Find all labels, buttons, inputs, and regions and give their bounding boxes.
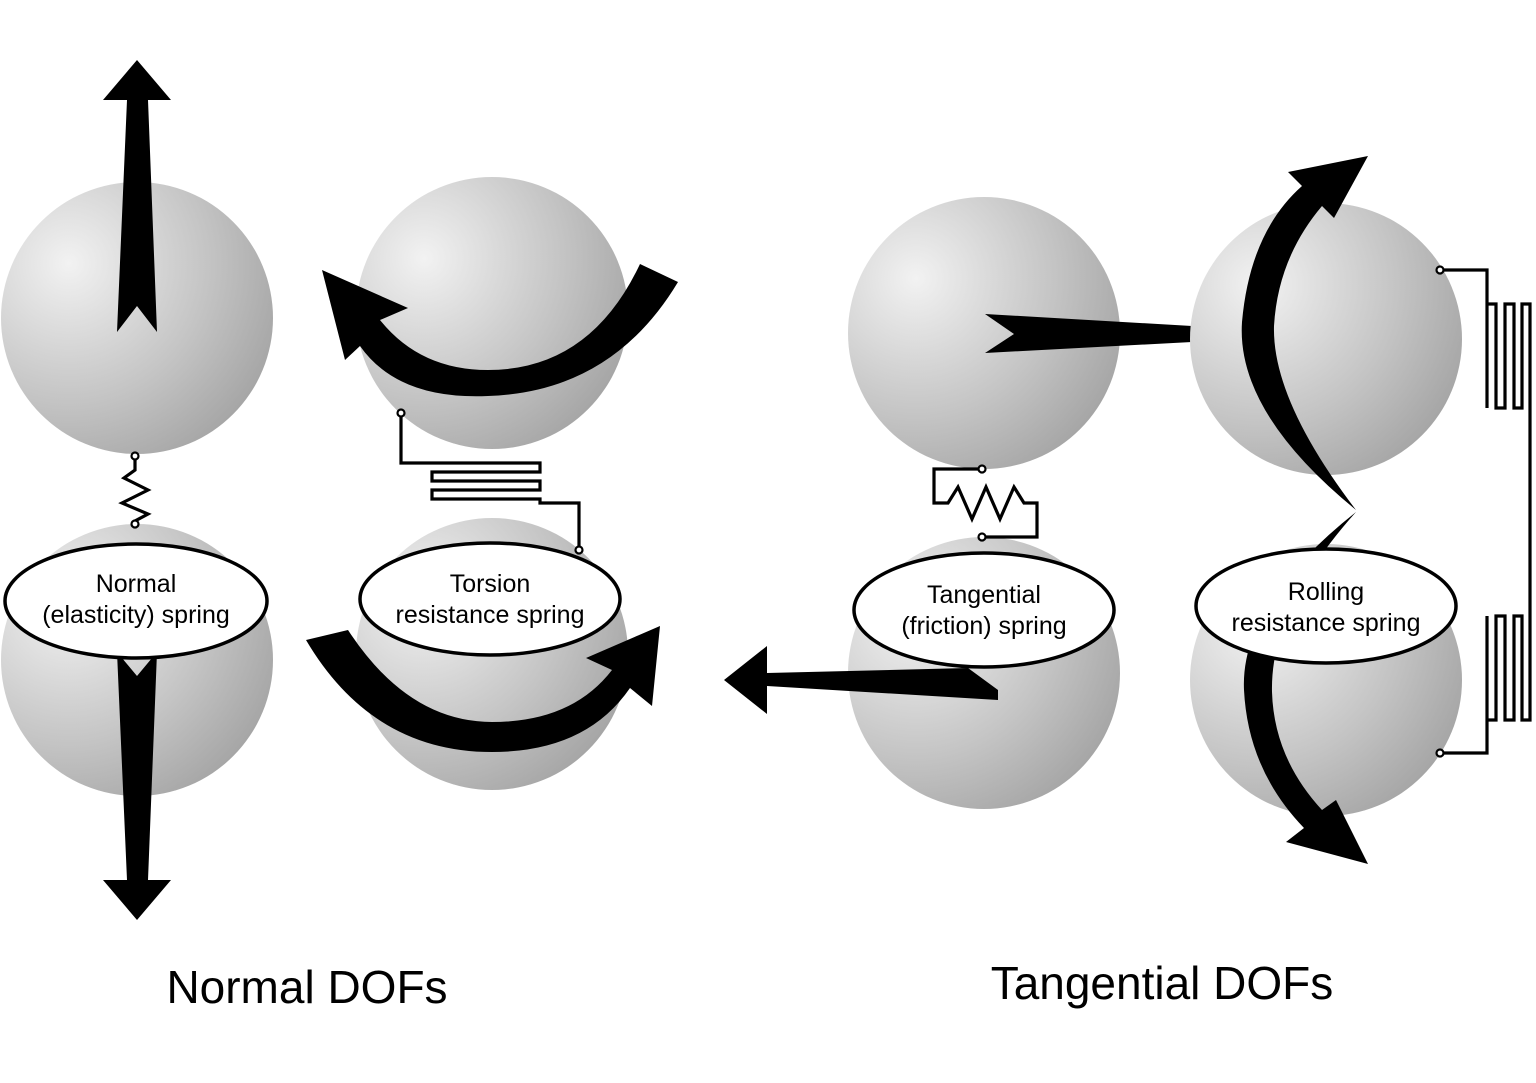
tangential-dofs-title: Tangential DOFs <box>991 957 1334 1009</box>
terminal-dot <box>130 519 140 529</box>
terminal-dot <box>130 451 140 461</box>
normal-spring-group: Normal (elasticity) spring <box>1 60 273 920</box>
tangential-spring-group: Tangential (friction) spring <box>724 197 1192 809</box>
sphere-normal-top <box>1 182 273 454</box>
torsion-spring-icon <box>399 413 581 550</box>
tangential-spring-label-line2: (friction) spring <box>901 612 1066 640</box>
normal-spring-label-line1: Normal <box>96 570 177 598</box>
sphere-torsion-top <box>356 177 628 449</box>
tangential-spring-label-line1: Tangential <box>927 581 1041 609</box>
torsion-spring-label-line2: resistance spring <box>396 601 585 629</box>
rolling-spring-label-line2: resistance spring <box>1232 609 1421 637</box>
terminal-dot <box>1435 265 1445 275</box>
normal-spring-icon <box>118 456 152 524</box>
rolling-spring-label-bubble <box>1194 547 1458 665</box>
tangential-spring-icon <box>932 467 1039 539</box>
torsion-spring-label-line1: Torsion <box>450 570 531 598</box>
arrow-down-icon <box>103 652 171 920</box>
torsion-spring-group: Torsion resistance spring <box>306 177 678 790</box>
normal-spring-label-line2: (elasticity) spring <box>42 601 230 629</box>
terminal-dot <box>1435 748 1445 758</box>
arrow-up-icon <box>103 60 171 332</box>
torsion-spring-label-bubble <box>358 541 622 657</box>
terminal-dot <box>977 464 987 474</box>
torsion-arrow-left-icon <box>322 264 678 397</box>
sphere-rolling-top <box>1190 203 1462 475</box>
tangential-arrow-left-icon <box>724 646 998 714</box>
tangential-spring-label-bubble <box>852 551 1116 669</box>
torsion-arrow-right-icon <box>306 626 660 752</box>
tangential-arrow-right-icon <box>985 314 1192 353</box>
normal-spring-label-bubble <box>3 542 269 660</box>
terminal-dot <box>574 545 584 555</box>
terminal-dot <box>396 408 406 418</box>
sphere-tangential-top <box>848 197 1120 469</box>
normal-dofs-title: Normal DOFs <box>166 961 447 1013</box>
terminal-dot <box>977 532 987 542</box>
rolling-spring-group: Rolling resistance spring <box>1190 156 1532 864</box>
rolling-arrow-up-icon <box>1241 156 1368 510</box>
rolling-spring-label-line1: Rolling <box>1288 578 1364 606</box>
rolling-spring-icon <box>1440 268 1532 755</box>
